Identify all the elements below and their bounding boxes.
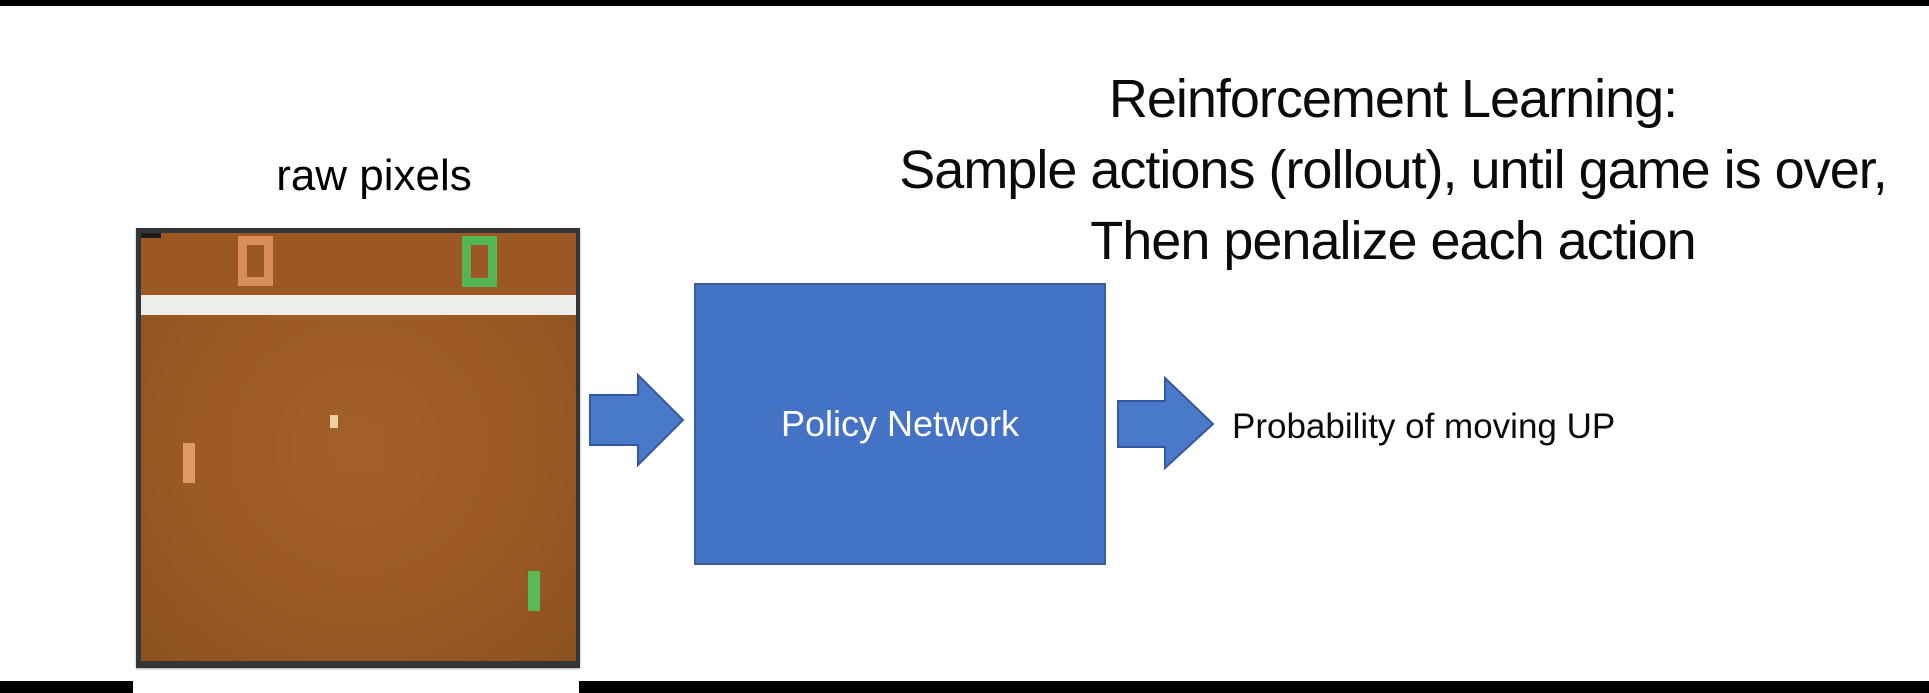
pong-right-paddle <box>528 571 540 611</box>
pong-ball <box>330 415 338 428</box>
pong-corner-tick <box>141 233 161 238</box>
right-arrow-icon <box>589 373 685 467</box>
pong-screenshot: 0 0 <box>136 228 580 668</box>
title-line-1: Reinforcement Learning: <box>1108 69 1678 129</box>
screenshot-white-margin <box>133 666 579 693</box>
pong-center-band <box>141 295 576 315</box>
policy-network-label: Policy Network <box>780 403 1020 444</box>
pong-left-paddle <box>183 443 195 483</box>
pong-right-score: 0 <box>462 236 497 287</box>
title-line-2: Sample actions (rollout), until game is … <box>899 140 1887 200</box>
pong-left-score: 0 <box>238 236 273 286</box>
right-arrow-icon <box>1117 376 1215 470</box>
policy-network-box: Policy Network <box>694 283 1106 565</box>
probability-label: Probability of moving UP <box>1232 407 1616 446</box>
top-border-line <box>0 0 1929 6</box>
title-line-3: Then penalize each action <box>1090 211 1696 271</box>
pong-scoreboard: 0 0 <box>141 233 576 295</box>
slide-title: Reinforcement Learning: Sample actions (… <box>820 64 1929 277</box>
pong-field <box>141 315 576 661</box>
raw-pixels-label: raw pixels <box>276 151 472 200</box>
